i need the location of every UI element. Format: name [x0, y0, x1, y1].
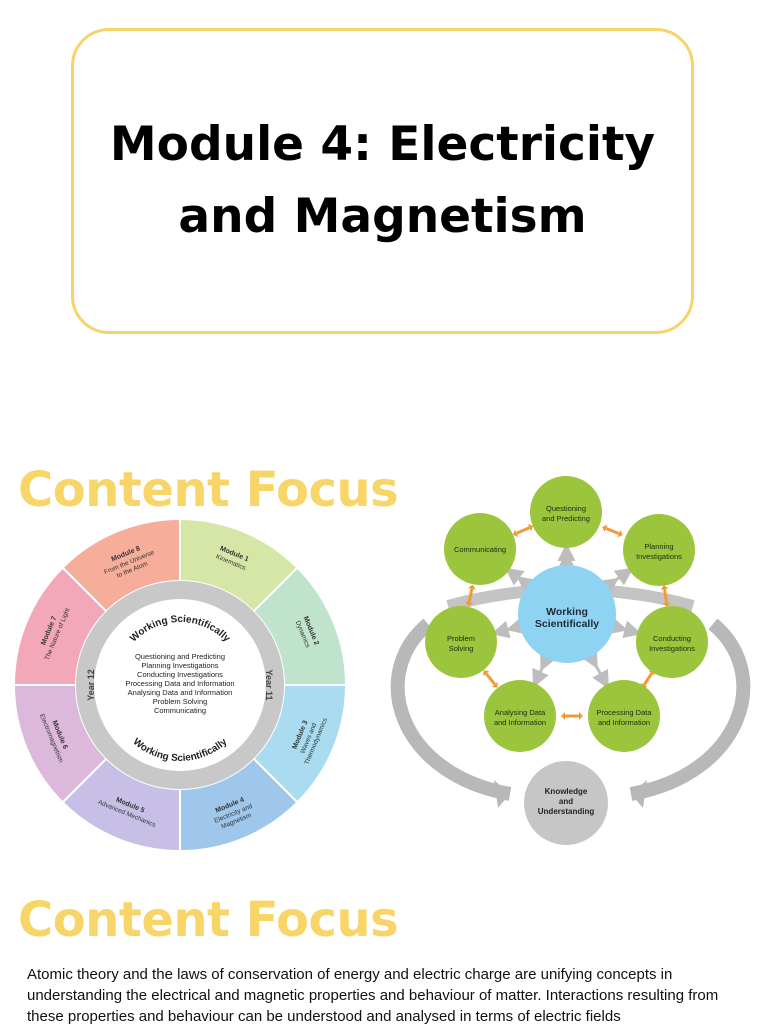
module-wheel-diagram: Working Scientifically Working Scientifi…	[14, 519, 346, 851]
cycle-node-label: Conducting	[653, 634, 691, 643]
cycle-spoke	[512, 573, 524, 582]
connector-arrowhead	[561, 712, 565, 720]
cycle-spoke	[500, 628, 515, 632]
cycle-node-label: Communicating	[454, 545, 506, 554]
hub-label-line1: Working	[546, 606, 588, 618]
cycle-spoke	[593, 661, 604, 681]
skill-item: Questioning and Predicting	[135, 652, 225, 661]
cycle-connector	[517, 528, 530, 534]
cycle-connector	[644, 673, 652, 685]
cycle-node-label: Investigations	[649, 644, 695, 653]
cycle-connector	[606, 528, 619, 533]
cycle-node-label: Investigations	[636, 552, 682, 561]
cycle-spoke	[611, 573, 626, 583]
cycle-node-label: and Information	[598, 718, 650, 727]
year-11-label: Year 11	[264, 669, 274, 700]
skill-item: Processing Data and Information	[125, 679, 234, 688]
cycle-node-label: Questioning	[546, 504, 586, 513]
skill-item: Planning Investigations	[141, 661, 218, 670]
knowledge-line2: and	[559, 797, 573, 806]
hub-label-line2: Scientifically	[535, 618, 599, 630]
skill-item: Analysing Data and Information	[128, 688, 233, 697]
skill-item: Conducting Investigations	[137, 670, 223, 679]
year-12-label: Year 12	[86, 669, 96, 701]
cycle-spoke	[537, 663, 545, 680]
cycle-node-label: Problem	[447, 634, 475, 643]
cycle-node-label: and Information	[494, 718, 546, 727]
cycle-node-label: Processing Data	[596, 708, 652, 717]
cycle-node-label: Planning	[644, 542, 673, 551]
title-box: Module 4: Electricity and Magnetism	[71, 28, 694, 334]
cycle-connector	[486, 674, 495, 685]
content-focus-paragraph: Atomic theory and the laws of conservati…	[27, 964, 757, 1027]
arc-left-arrowhead	[494, 780, 510, 808]
cycle-connector	[665, 589, 667, 603]
cycle-spoke	[619, 628, 633, 632]
skill-item: Communicating	[154, 706, 206, 715]
knowledge-line3: Understanding	[538, 807, 595, 816]
page-title: Module 4: Electricity and Magnetism	[74, 109, 691, 253]
cycle-node-label: Solving	[449, 644, 474, 653]
arc-right-arrowhead	[631, 780, 647, 808]
content-focus-heading-2: Content Focus	[18, 892, 398, 948]
knowledge-line1: Knowledge	[545, 787, 588, 796]
cycle-node-label: Analysing Data	[495, 708, 546, 717]
content-focus-heading: Content Focus	[18, 462, 398, 518]
skill-item: Problem Solving	[153, 697, 208, 706]
connector-arrowhead	[579, 712, 583, 720]
cycle-node-label: and Predicting	[542, 514, 590, 523]
